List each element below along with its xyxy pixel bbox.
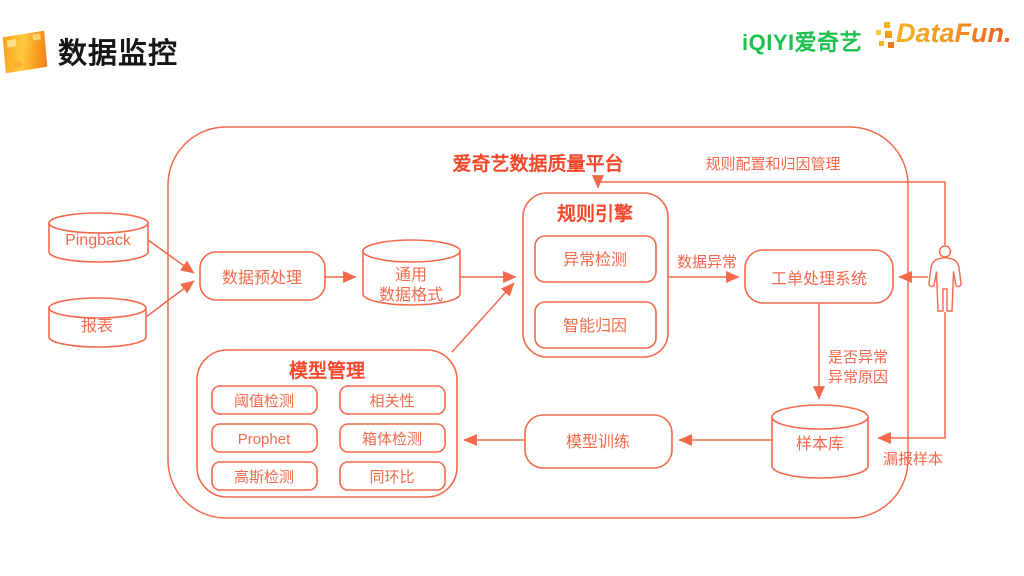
preprocess-label: 数据预处理 [222, 269, 302, 287]
pingback-label: Pingback [65, 232, 132, 249]
sample-store-label: 样本库 [796, 435, 844, 453]
smart-attribution-node [534, 301, 657, 349]
datafun-mosaic-icon [874, 18, 896, 52]
datafun-logo-text: DataFun. [896, 18, 1012, 48]
anomaly-detect-label: 异常检测 [563, 251, 627, 269]
edge-user-to-sample [877, 312, 946, 444]
prophet-label: Prophet [238, 431, 291, 448]
threshold-detect-label: 阈值检测 [234, 393, 294, 410]
correlation-label: 相关性 [369, 393, 414, 410]
ticket-system-label: 工单处理系统 [771, 270, 867, 288]
edge-pingback-to-preprocess [147, 239, 195, 274]
data-anomaly-edge-label: 数据异常 [677, 254, 737, 271]
common-format-label-line1: 通用 [395, 266, 427, 284]
ticket-system-node [744, 249, 894, 304]
platform-title: 爱奇艺数据质量平台 [452, 152, 623, 175]
datafun-logo: DataFun. [874, 18, 1012, 52]
correlation-node [339, 385, 446, 415]
edge-report-to-preprocess [145, 280, 195, 318]
iqiyi-logo: iQIYI爱奇艺 [742, 30, 863, 55]
missed-samples-edge-label: 漏报样本 [883, 451, 943, 468]
pingback-datastore: Pingback [48, 212, 149, 263]
rule-engine-title: 规则引擎 [557, 202, 633, 225]
user-person-icon [928, 245, 962, 312]
gaussian-detect-node [211, 461, 318, 491]
report-datastore: 报表 [48, 297, 147, 348]
rule-config-edge-label: 规则配置和归因管理 [705, 156, 840, 173]
preprocess-node [199, 251, 326, 301]
feedback-edge-label-line2: 异常原因 [828, 369, 888, 386]
model-mgmt-group: 模型管理 阈值检测 相关性 Prophet 箱体检测 高斯检测 同环比 [196, 349, 458, 498]
edge-model-mgmt-to-rule-engine [451, 282, 515, 353]
yoy-mom-node [339, 461, 446, 491]
sample-store-datastore: 样本库 [771, 404, 869, 479]
report-label: 报表 [81, 317, 113, 335]
threshold-detect-node [211, 385, 318, 415]
smart-attribution-label: 智能归因 [563, 317, 627, 335]
yoy-mom-label: 同环比 [369, 469, 414, 486]
common-format-label-line2: 数据格式 [379, 286, 443, 304]
page-title: 数据监控 [58, 38, 179, 70]
model-training-node [524, 414, 673, 469]
model-mgmt-title: 模型管理 [289, 359, 365, 382]
boxplot-detect-node [339, 423, 446, 453]
common-format-datastore: 通用 数据格式 [362, 239, 461, 306]
anomaly-detect-node [534, 235, 657, 283]
prophet-node [211, 423, 318, 453]
feedback-edge-label-line1: 是否异常 [828, 349, 888, 366]
rule-engine-group: 规则引擎 异常检测 智能归因 [522, 192, 669, 358]
edge-user-rule-config [592, 175, 946, 245]
model-training-label: 模型训练 [566, 433, 630, 451]
boxplot-detect-label: 箱体检测 [362, 431, 422, 448]
gaussian-detect-label: 高斯检测 [234, 469, 294, 486]
